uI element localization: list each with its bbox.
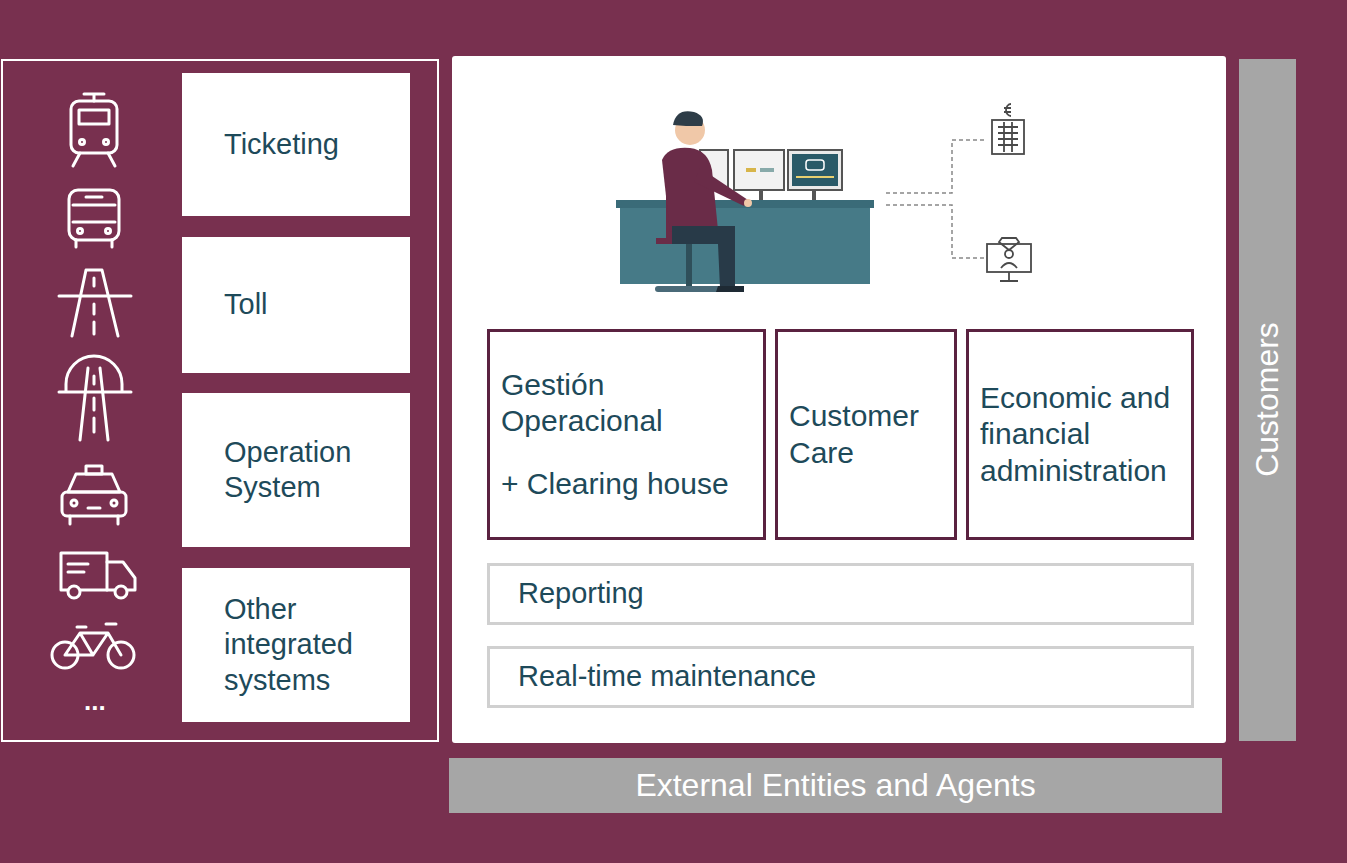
service-bar: Real-time maintenance (487, 646, 1194, 708)
service-bar: Reporting (487, 563, 1194, 625)
bottom-band: External Entities and Agents (449, 758, 1222, 813)
box-label: Customers (1248, 323, 1287, 478)
system-box: Ticketing (182, 73, 410, 216)
module-box: Gestión Operacional + Clearing house (487, 329, 766, 540)
box-label: Economic and financial administration (980, 380, 1181, 490)
module-box: Economic and financial administration (966, 329, 1194, 540)
operator-illustration (616, 104, 1031, 292)
box-label: Ticketing (224, 127, 394, 162)
box-label: Operation System (224, 435, 394, 506)
box-label: Gestión Operacional (501, 367, 753, 440)
box-label: Customer Care (789, 398, 944, 471)
box-label: Other integrated systems (224, 592, 394, 698)
box-label: External Entities and Agents (635, 766, 1035, 805)
system-box: Operation System (182, 393, 410, 547)
module-box: Customer Care (775, 329, 957, 540)
side-band: Customers (1239, 59, 1296, 741)
transport-icons (52, 94, 135, 668)
more-indicator: ... (84, 686, 106, 717)
systems-panel (2, 60, 438, 741)
box-label: Reporting (518, 576, 1181, 611)
system-box: Other integrated systems (182, 568, 410, 722)
box-label: Real-time maintenance (518, 659, 1181, 694)
platform-panel (452, 56, 1226, 743)
system-box: Toll (182, 237, 410, 373)
box-label: + Clearing house (501, 466, 753, 503)
box-label: Toll (224, 287, 394, 322)
